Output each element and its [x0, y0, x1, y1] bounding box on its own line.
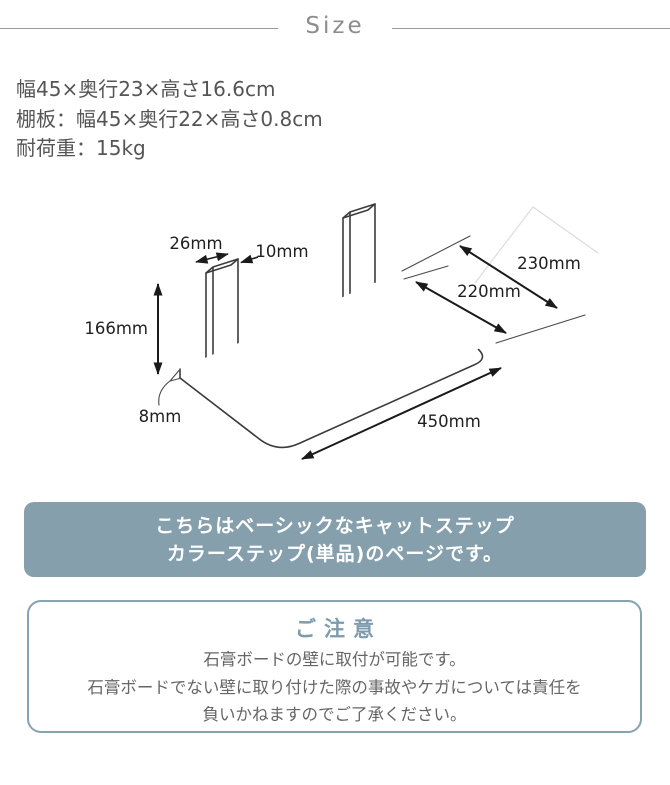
spec-line-board: 棚板：幅45×奥行22×高さ0.8cm	[16, 106, 323, 131]
board-depth-label: 220mm	[457, 282, 521, 301]
spec-line-overall: 幅45×奥行23×高さ16.6cm	[16, 77, 276, 101]
spec-text-block: 幅45×奥行23×高さ16.6cm 棚板：幅45×奥行22×高さ0.8cm 耐荷…	[16, 75, 323, 164]
bracket-thickness-arrow	[240, 254, 259, 264]
extension-line-back	[401, 235, 471, 272]
extension-line-front-right	[495, 314, 586, 344]
board-width-arrow	[301, 367, 502, 460]
banner-line-2: カラーステップ(単品)のページです。	[166, 542, 504, 565]
extension-line-back-short	[403, 265, 449, 280]
notice-box: ご注意 石膏ボードの壁に取付が可能です。 石膏ボードでない壁に取り付けた際の事故…	[27, 600, 642, 733]
board-thickness-label: 8mm	[139, 407, 182, 426]
total-depth-label: 230mm	[517, 254, 581, 273]
bracket-thickness-label: 10mm	[255, 242, 308, 261]
notice-title: ご注意	[295, 617, 382, 641]
notice-line-2: 石膏ボードでない壁に取り付けた際の事故やケガについては責任を	[87, 677, 582, 697]
product-banner: こちらはベーシックなキャットステップ カラーステップ(単品)のページです。	[24, 502, 646, 577]
notice-line-3: 負いかねますのでご了承ください。	[202, 705, 467, 724]
notice-line-1: 石膏ボードの壁に取付が可能です。	[203, 650, 466, 669]
notice-body: 石膏ボードの壁に取付が可能です。 石膏ボードでない壁に取り付けた際の事故やケガに…	[29, 646, 640, 729]
left-bracket	[205, 258, 239, 359]
board-width-label: 450mm	[417, 412, 481, 431]
title-rule-left	[0, 28, 278, 29]
banner-line-1: こちらはベーシックなキャットステップ	[155, 514, 515, 537]
right-bracket	[342, 203, 376, 298]
height-label: 166mm	[84, 319, 148, 338]
shelf-dimension-diagram: 166mm 26mm 10mm 8mm 230mm 220mm 450mm	[84, 203, 599, 460]
bracket-depth-arrow	[195, 252, 229, 264]
title-rule-right	[392, 28, 670, 29]
total-depth-arrow	[459, 245, 558, 309]
shelf-board	[179, 274, 484, 449]
page-title: Size	[305, 13, 365, 39]
board-depth-arrow	[415, 281, 507, 334]
board-thickness-callout	[158, 369, 181, 406]
spec-line-load: 耐荷重：15kg	[16, 136, 146, 160]
bracket-depth-label: 26mm	[169, 234, 222, 253]
